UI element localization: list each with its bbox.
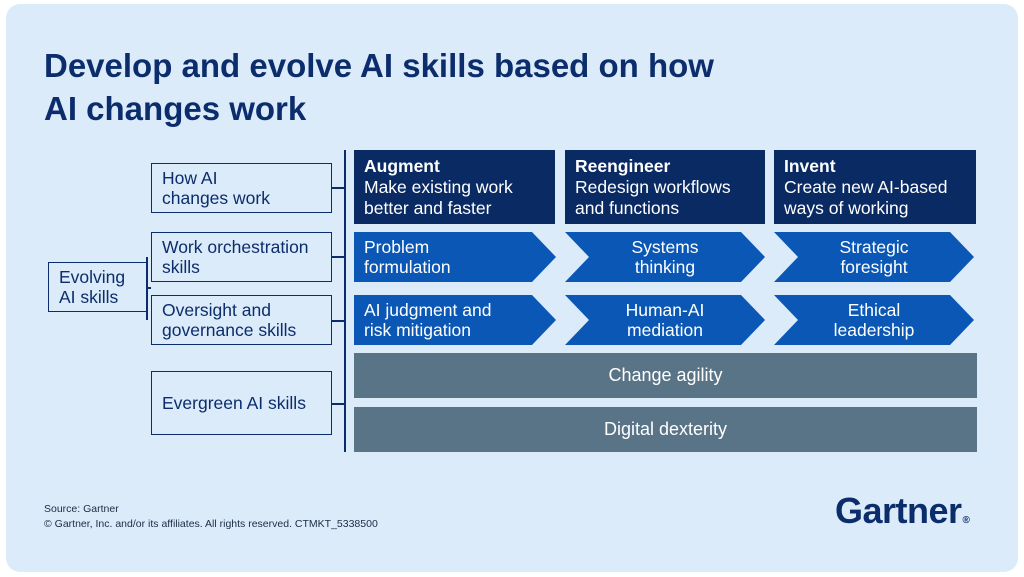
column-desc-line: ways of working [784,198,909,218]
source-line: Source: Gartner [44,503,119,515]
column-header-reengineer: Reengineer Redesign workflows and functi… [565,150,765,224]
bracket-evolving-vertical [146,257,148,320]
label-line: Work orchestration [162,237,309,257]
label-line: Evolving [59,267,126,287]
label-evolving-ai-skills: Evolving AI skills [48,262,147,312]
column-desc-line: Create new AI-based [784,177,948,197]
source-note: Source: Gartner © Gartner, Inc. and/or i… [44,502,378,532]
label-line: skills [162,257,200,277]
label-work-orchestration-skills: Work orchestration skills [151,232,332,282]
connector-orchestration [332,256,345,258]
label-evergreen-ai-skills: Evergreen AI skills [151,371,332,435]
label-oversight-governance-skills: Oversight and governance skills [151,295,332,345]
column-desc-line: better and faster [364,198,492,218]
chevron-text: foresight [840,257,908,277]
chevron-problem-formulation: Problem formulation [354,232,556,282]
chevron-shape [774,295,974,345]
column-desc-line: Redesign workflows [575,177,731,197]
chevron-systems-thinking: Systems thinking [565,232,765,282]
label-line: governance skills [162,320,297,340]
chevron-human-ai-mediation: Human-AI mediation [565,295,765,345]
connector-how-ai [332,187,345,189]
chevron-ai-judgment: AI judgment and risk mitigation [354,295,556,345]
column-heading: Invent [784,156,836,176]
connector-governance [332,320,345,322]
label-line: Oversight and [162,300,271,320]
chevron-shape [565,232,765,282]
bar-digital-dexterity: Digital dexterity [354,407,977,452]
chevron-shape [565,295,765,345]
column-desc-line: and functions [575,198,680,218]
vertical-divider [344,150,346,452]
chevron-text: AI judgment and [364,300,492,320]
chevron-text: Ethical [847,300,901,320]
label-line: AI skills [59,287,119,307]
label-how-ai-changes-work: How AI changes work [151,163,332,213]
column-heading: Augment [364,156,440,176]
chevron-shape [354,232,556,282]
bar-change-agility: Change agility [354,353,977,398]
gartner-logo: Gartner® [835,490,970,531]
copyright-line: © Gartner, Inc. and/or its affiliates. A… [44,518,378,530]
chevron-ethical-leadership: Ethical leadership [774,295,974,345]
infographic-card [6,4,1018,572]
label-line: changes work [162,188,270,208]
label-line: Evergreen AI skills [162,393,306,413]
label-line: How AI [162,168,218,188]
chevron-text: Strategic [839,237,909,257]
page-title: Develop and evolve AI skills based on ho… [44,44,804,130]
chevron-text: risk mitigation [364,320,471,340]
column-header-augment: Augment Make existing work better and fa… [354,150,555,224]
chevron-shape [774,232,974,282]
chevron-text: Human-AI [625,300,705,320]
chevron-text: leadership [833,320,915,340]
chevron-text: Problem [364,237,430,257]
column-desc-line: Make existing work [364,177,513,197]
chevron-text: mediation [627,320,703,340]
column-header-invent: Invent Create new AI-based ways of worki… [774,150,976,224]
title-line-2: AI changes work [44,90,307,127]
bracket-evolving-horizontal [147,287,151,289]
column-heading: Reengineer [575,156,671,176]
title-line-1: Develop and evolve AI skills based on ho… [44,47,714,84]
connector-evergreen [332,403,345,405]
chevron-strategic-foresight: Strategic foresight [774,232,974,282]
chevron-text: thinking [634,257,696,277]
chevron-shape [354,295,556,345]
chevron-text: formulation [364,257,451,277]
chevron-text: Systems [631,237,699,257]
